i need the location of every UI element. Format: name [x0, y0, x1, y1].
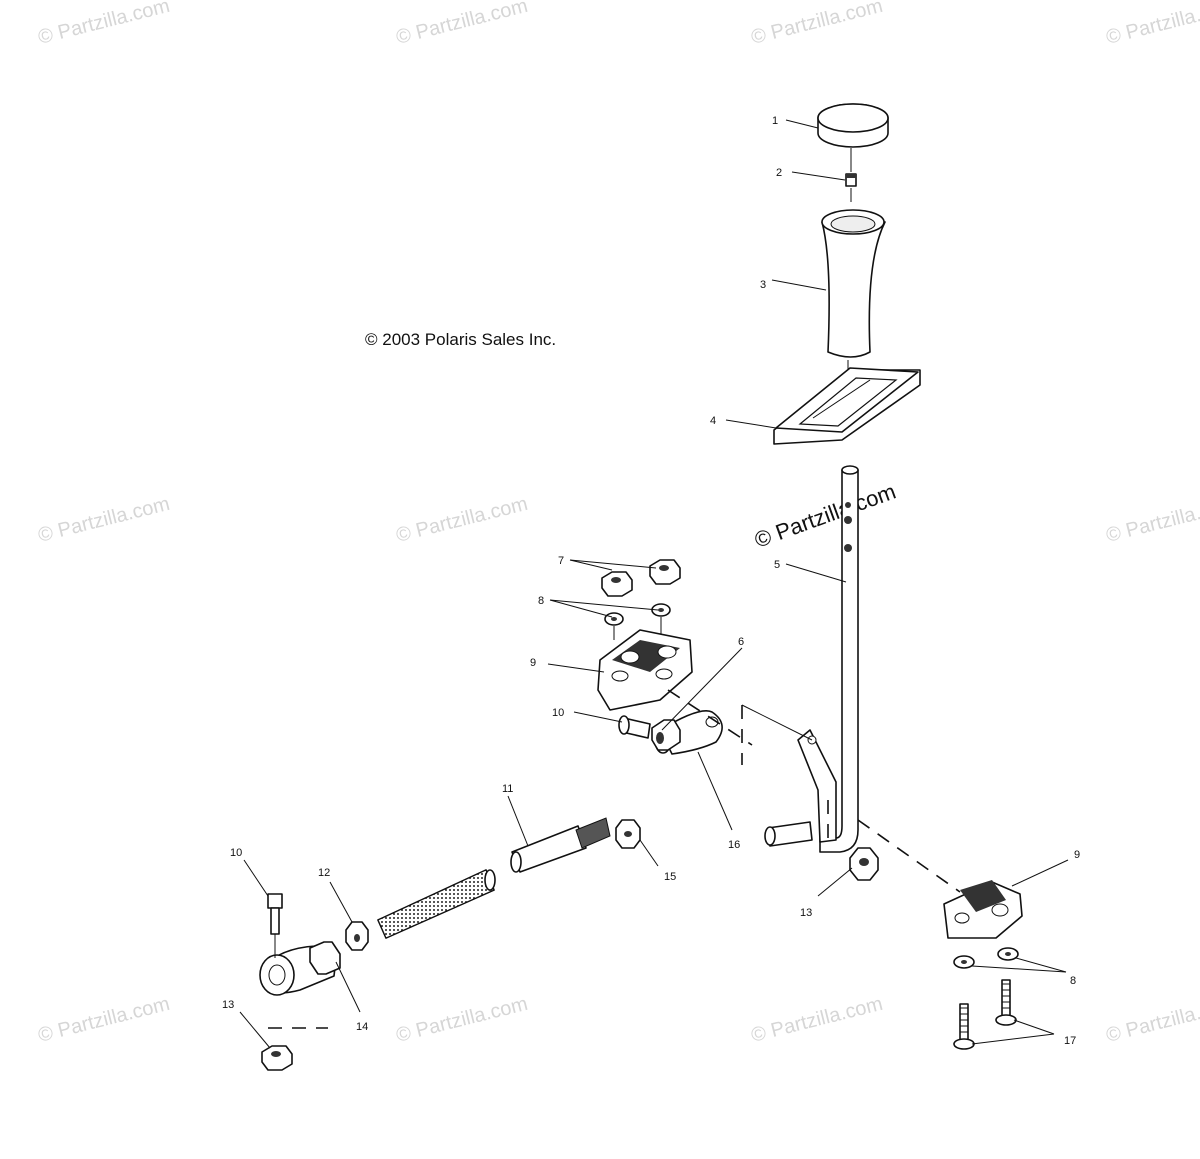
- shift-cable: [377, 869, 496, 939]
- part-16-rod-end: [651, 710, 723, 755]
- assembly-lines: [268, 689, 961, 1029]
- callout-5: 5: [774, 559, 780, 571]
- part-13-nut-right: [849, 847, 879, 881]
- callout-10b: 10: [230, 847, 242, 859]
- part-7-nuts: [601, 559, 681, 597]
- callout-3: 3: [760, 279, 766, 291]
- watermark: © Partzilla.com: [394, 993, 530, 1047]
- part-10-bolt-upper: [618, 715, 651, 739]
- part-11-adjuster-sleeve: [510, 817, 611, 873]
- watermark: © Partzilla.com: [36, 493, 172, 547]
- callout-13a: 13: [222, 999, 234, 1011]
- watermarks: © Partzilla.com © Partzilla.com © Partzi…: [36, 0, 1200, 1047]
- callout-8b: 8: [1070, 975, 1076, 987]
- watermark-center: © Partzilla.com: [751, 479, 899, 553]
- callout-10a: 10: [552, 707, 564, 719]
- part-5-shift-lever: [764, 465, 859, 853]
- callout-1: 1: [772, 115, 778, 127]
- watermark: © Partzilla.com: [749, 993, 885, 1047]
- watermark: © Partzilla.com: [394, 0, 530, 49]
- part-10-bolt-lower: [267, 893, 283, 958]
- part-13-nut-lower: [261, 1045, 293, 1071]
- callout-7: 7: [558, 555, 564, 567]
- leader-lines: [239, 119, 1069, 1049]
- callout-15: 15: [664, 871, 676, 883]
- callout-17: 17: [1064, 1035, 1076, 1047]
- watermark: © Partzilla.com: [394, 493, 530, 547]
- watermark: © Partzilla.com: [36, 0, 172, 49]
- callout-4: 4: [710, 415, 716, 427]
- watermark: © Partzilla.com: [1104, 0, 1200, 49]
- part-9-mount-block-lower: [943, 880, 1023, 939]
- part-1-knob-cap: [817, 103, 889, 148]
- callout-16: 16: [728, 839, 740, 851]
- part-8-washers-lower: [953, 947, 1019, 969]
- part-14-eye-rod-end: [259, 941, 341, 996]
- callout-6: 6: [738, 636, 744, 648]
- copyright-text: © 2003 Polaris Sales Inc.: [365, 330, 556, 349]
- watermark: © Partzilla.com: [1104, 493, 1200, 547]
- part-4-shift-boot: [773, 367, 921, 445]
- watermark: © Partzilla.com: [1104, 993, 1200, 1047]
- callout-2: 2: [776, 167, 782, 179]
- callout-11: 11: [502, 783, 513, 795]
- part-8-washers-upper: [604, 603, 671, 640]
- part-3-shift-grip: [821, 209, 886, 370]
- part-9-mount-block-upper: [597, 629, 693, 711]
- callout-12: 12: [318, 867, 330, 879]
- callout-14: 14: [356, 1021, 368, 1033]
- callouts: 1 2 3 4 5 6 7 8 8 9 9 10 10 11 12 13 13 …: [222, 115, 1080, 1047]
- watermark: © Partzilla.com: [749, 0, 885, 49]
- callout-9b: 9: [1074, 849, 1080, 861]
- part-15-jam-nut: [615, 819, 641, 849]
- callout-13b: 13: [800, 907, 812, 919]
- part-12-nut: [345, 921, 369, 951]
- callout-9a: 9: [530, 657, 536, 669]
- part-17-screws: [953, 979, 1017, 1050]
- watermark: © Partzilla.com: [36, 993, 172, 1047]
- part-2-set-screw: [845, 148, 857, 202]
- callout-8a: 8: [538, 595, 544, 607]
